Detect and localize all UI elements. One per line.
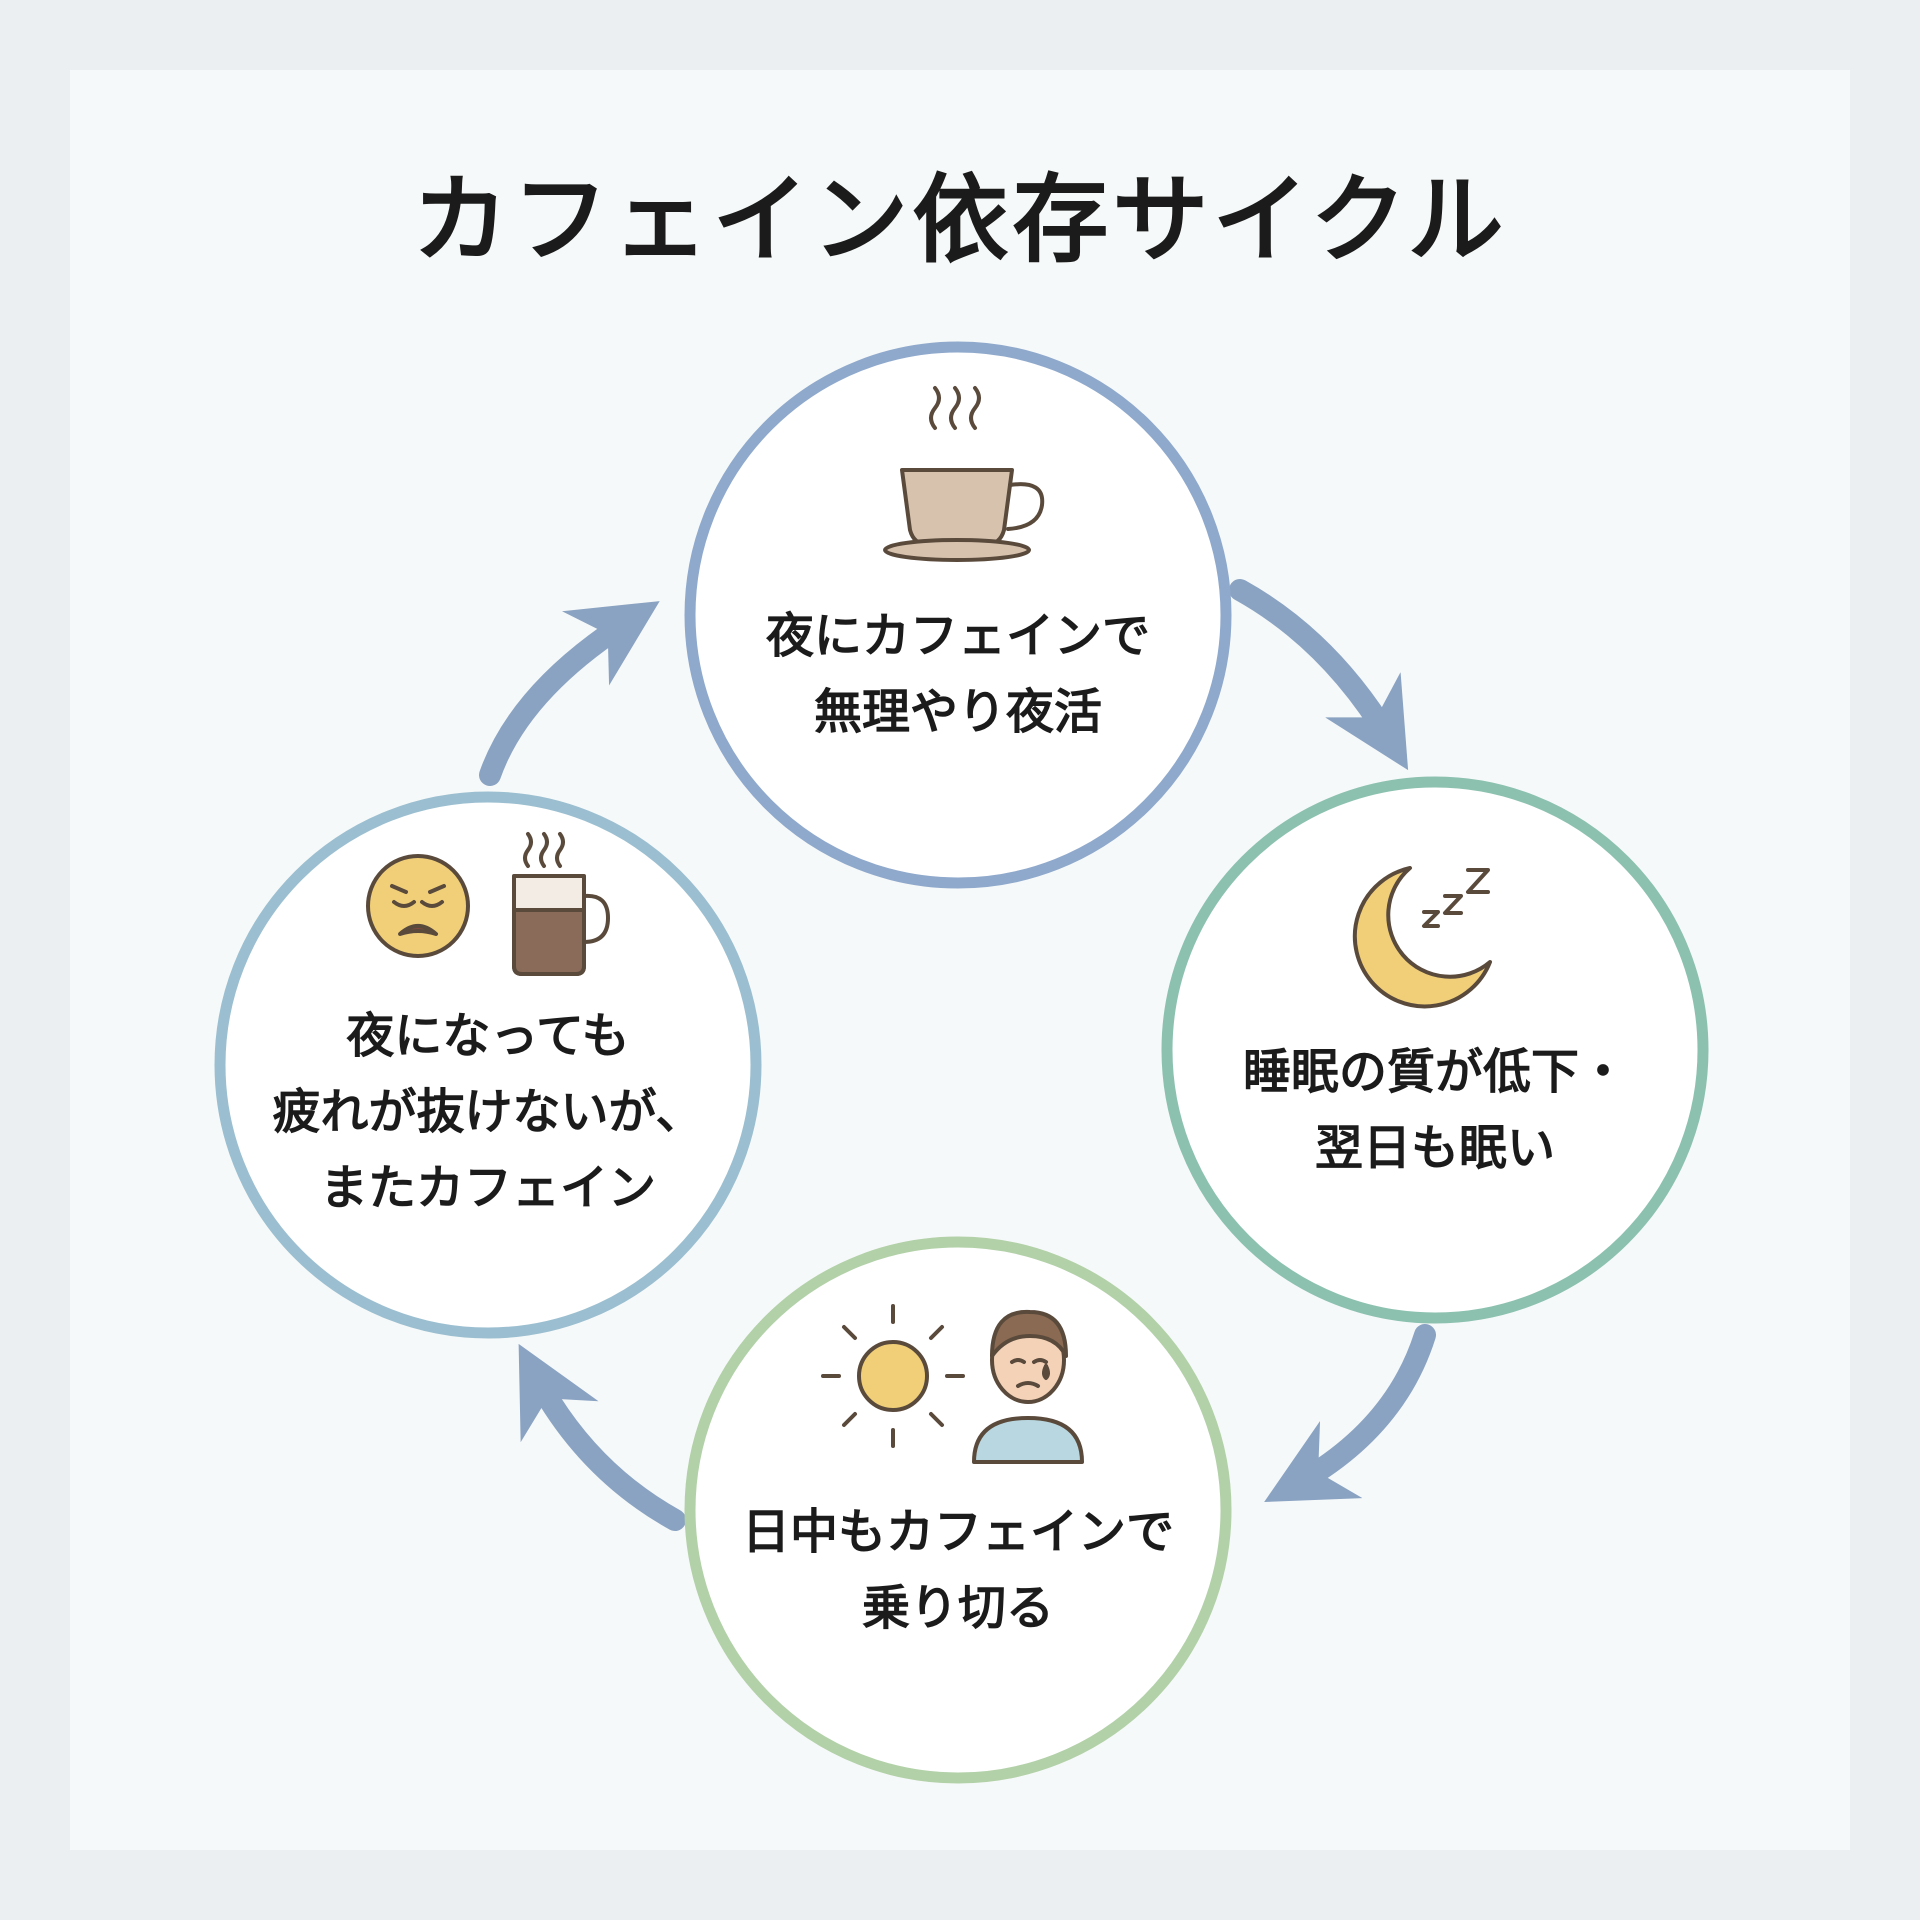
node-right-line-1: 睡眠の質が低下・ <box>1242 1044 1627 1100</box>
node-left-line-2: 疲れが抜けないが、 <box>272 1084 704 1140</box>
node-right-line-2: 翌日も眠い <box>1314 1120 1555 1176</box>
arrow-right-to-bottom <box>1264 1324 1436 1502</box>
node-top-line-1: 夜にカフェインで <box>765 608 1150 664</box>
node-left-line-1: 夜になっても <box>346 1008 630 1064</box>
node-bottom-line-1: 日中もカフェインで <box>741 1504 1174 1560</box>
node-circle-top <box>684 341 1232 889</box>
arrow-bottom-to-left <box>518 1343 686 1531</box>
coffee-mug-icon <box>512 832 610 976</box>
arrow-top-to-right <box>1229 579 1409 771</box>
node-top-line-2: 無理やり夜活 <box>813 684 1102 740</box>
node-text-right: 睡眠の質が低下・ 翌日も眠い <box>1195 1034 1675 1186</box>
node-circle-left <box>214 791 762 1339</box>
node-text-bottom: 日中もカフェインで 乗り切る <box>718 1494 1198 1646</box>
moon-sleep-icon <box>1352 866 1492 1009</box>
coffee-cup-icon <box>883 386 1045 562</box>
node-text-left: 夜になっても 疲れが抜けないが、 またカフェイン <box>238 998 738 1226</box>
node-left-line-3: またカフェイン <box>319 1160 656 1216</box>
node-bottom-line-2: 乗り切る <box>861 1580 1054 1636</box>
tired-person-icon <box>972 1309 1084 1464</box>
diagram-title: カフェイン依存サイクル <box>412 164 1508 276</box>
node-text-top: 夜にカフェインで 無理やり夜活 <box>718 598 1198 750</box>
node-circle-right <box>1161 776 1709 1324</box>
sun-icon <box>821 1304 965 1448</box>
arrow-left-to-top <box>479 601 660 786</box>
sad-face-icon <box>366 854 470 958</box>
